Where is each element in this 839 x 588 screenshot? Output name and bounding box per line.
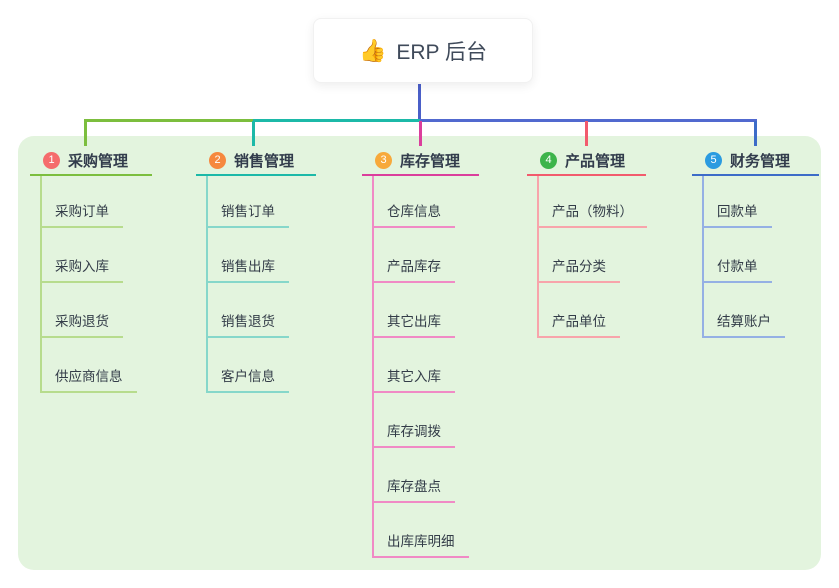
child-node[interactable]: 出库库明细: [372, 503, 469, 558]
child-connector-inventory: [372, 176, 374, 558]
branch-purchase: 1 采购管理 采购订单采购入库采购退货供应商信息: [30, 146, 152, 393]
branch-header-product[interactable]: 4 产品管理: [527, 146, 646, 176]
child-connector-product: [537, 176, 539, 338]
children-purchase: 采购订单采购入库采购退货供应商信息: [40, 173, 137, 393]
branch-inventory: 3 库存管理 仓库信息产品库存其它出库其它入库库存调拨库存盘点出库库明细: [362, 146, 479, 558]
child-node[interactable]: 销售订单: [206, 173, 289, 228]
connector-root-vertical: [418, 84, 421, 121]
children-sales: 销售订单销售出库销售退货客户信息: [206, 173, 289, 393]
badge-number-4: 4: [540, 151, 557, 169]
branch-header-purchase[interactable]: 1 采购管理: [30, 146, 152, 176]
child-node[interactable]: 付款单: [702, 228, 772, 283]
child-node[interactable]: 客户信息: [206, 338, 289, 393]
connector-bus-middle: [253, 119, 420, 122]
connector-drop-inventory: [419, 121, 422, 146]
badge-number-3: 3: [375, 151, 392, 169]
branch-label-purchase: 采购管理: [68, 152, 129, 170]
connector-drop-finance: [754, 121, 757, 146]
child-node[interactable]: 库存调拨: [372, 393, 455, 448]
child-node[interactable]: 其它出库: [372, 283, 455, 338]
child-node[interactable]: 供应商信息: [40, 338, 137, 393]
children-product: 产品（物料）产品分类产品单位: [537, 173, 647, 338]
branch-sales: 2 销售管理 销售订单销售出库销售退货客户信息: [196, 146, 316, 393]
branch-label-product: 产品管理: [565, 152, 626, 170]
connector-bus-left: [84, 119, 253, 122]
root-node-label: ERP 后台: [396, 40, 488, 64]
badge-number-1: 1: [43, 151, 60, 169]
badge-number-2: 2: [209, 151, 226, 169]
child-connector-finance: [702, 176, 704, 338]
connector-drop-sales: [252, 121, 255, 146]
child-node[interactable]: 仓库信息: [372, 173, 455, 228]
child-connector-purchase: [40, 176, 42, 393]
branch-label-finance: 财务管理: [730, 152, 791, 170]
children-finance: 回款单付款单结算账户: [702, 173, 785, 338]
branch-header-inventory[interactable]: 3 库存管理: [362, 146, 479, 176]
branch-header-finance[interactable]: 5 财务管理: [692, 146, 819, 176]
child-node[interactable]: 产品库存: [372, 228, 455, 283]
background-panel: [18, 136, 821, 570]
child-node[interactable]: 其它入库: [372, 338, 455, 393]
branch-finance: 5 财务管理 回款单付款单结算账户: [692, 146, 819, 338]
branch-product: 4 产品管理 产品（物料）产品分类产品单位: [527, 146, 647, 338]
child-node[interactable]: 产品（物料）: [537, 173, 647, 228]
connector-drop-product: [585, 121, 588, 146]
child-node[interactable]: 采购入库: [40, 228, 123, 283]
child-node[interactable]: 产品单位: [537, 283, 620, 338]
thumbs-up-icon: 👍: [358, 37, 387, 63]
root-node[interactable]: 👍 ERP 后台: [313, 18, 533, 83]
children-inventory: 仓库信息产品库存其它出库其它入库库存调拨库存盘点出库库明细: [372, 173, 469, 558]
connector-bus-right: [420, 119, 757, 122]
branch-header-sales[interactable]: 2 销售管理: [196, 146, 316, 176]
branch-label-inventory: 库存管理: [400, 152, 461, 170]
branch-label-sales: 销售管理: [234, 152, 295, 170]
badge-number-5: 5: [705, 151, 722, 169]
child-node[interactable]: 回款单: [702, 173, 772, 228]
child-node[interactable]: 销售出库: [206, 228, 289, 283]
child-node[interactable]: 库存盘点: [372, 448, 455, 503]
connector-drop-purchase: [84, 121, 87, 146]
child-node[interactable]: 结算账户: [702, 283, 785, 338]
child-node[interactable]: 销售退货: [206, 283, 289, 338]
child-node[interactable]: 产品分类: [537, 228, 620, 283]
child-connector-sales: [206, 176, 208, 393]
child-node[interactable]: 采购订单: [40, 173, 123, 228]
child-node[interactable]: 采购退货: [40, 283, 123, 338]
